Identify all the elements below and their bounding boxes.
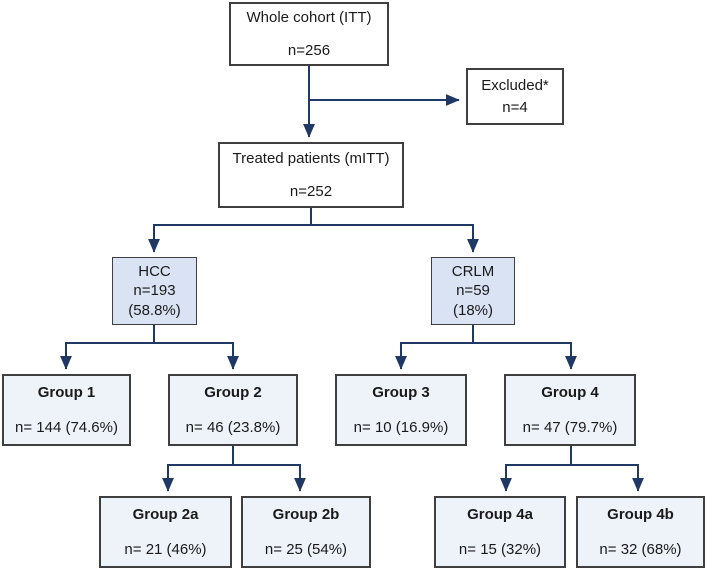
node-group-4b-label: Group 4b <box>607 505 674 523</box>
node-excluded: Excluded* n=4 <box>466 68 564 125</box>
node-group-1: Group 1 n= 144 (74.6%) <box>2 374 131 446</box>
node-group-3-count: n= 10 (16.9%) <box>353 419 449 436</box>
node-treated-patients-label: Treated patients (mITT) <box>232 150 390 167</box>
node-hcc-label: HCC <box>138 262 171 280</box>
node-group-2-label: Group 2 <box>204 383 262 401</box>
node-crlm-label: CRLM <box>451 262 495 280</box>
node-crlm: CRLM n=59 (18%) <box>431 257 515 325</box>
node-group-2: Group 2 n= 46 (23.8%) <box>168 374 298 446</box>
node-group-2a-count: n= 21 (46%) <box>124 541 207 558</box>
node-hcc: HCC n=193 (58.8%) <box>112 257 197 325</box>
node-group-2b-count: n= 25 (54%) <box>264 541 348 558</box>
node-group-4: Group 4 n= 47 (79.7%) <box>504 374 636 446</box>
node-group-2a-label: Group 2a <box>132 505 199 523</box>
node-whole-cohort-label: Whole cohort (ITT) <box>246 9 372 26</box>
node-group-2a: Group 2a n= 21 (46%) <box>99 496 232 568</box>
node-excluded-count: n=4 <box>502 98 528 116</box>
node-group-4a-count: n= 15 (32%) <box>458 541 542 558</box>
node-treated-patients-count: n=252 <box>289 182 333 200</box>
node-group-2b: Group 2b n= 25 (54%) <box>241 496 371 568</box>
node-group-1-label: Group 1 <box>37 383 96 401</box>
node-group-4-label: Group 4 <box>541 383 599 401</box>
node-whole-cohort: Whole cohort (ITT) n=256 <box>229 2 389 66</box>
node-crlm-count: n=59 <box>456 282 490 300</box>
node-group-3: Group 3 n= 10 (16.9%) <box>335 374 467 446</box>
node-group-4a-label: Group 4a <box>467 505 533 523</box>
node-group-2-count: n= 46 (23.8%) <box>185 419 281 436</box>
node-group-4a: Group 4a n= 15 (32%) <box>434 496 566 568</box>
node-hcc-percent: (58.8%) <box>128 301 181 319</box>
node-group-4b: Group 4b n= 32 (68%) <box>576 496 705 568</box>
node-group-3-label: Group 3 <box>372 383 430 401</box>
node-excluded-label: Excluded* <box>481 77 549 94</box>
node-group-4b-count: n= 32 (68%) <box>599 541 682 558</box>
node-whole-cohort-count: n=256 <box>287 41 331 59</box>
node-hcc-count: n=193 <box>133 282 176 300</box>
node-crlm-percent: (18%) <box>452 301 493 319</box>
node-group-1-count: n= 144 (74.6%) <box>15 419 118 436</box>
node-group-4-count: n= 47 (79.7%) <box>522 419 618 436</box>
node-group-2b-label: Group 2b <box>272 505 340 523</box>
node-treated-patients: Treated patients (mITT) n=252 <box>218 142 404 208</box>
